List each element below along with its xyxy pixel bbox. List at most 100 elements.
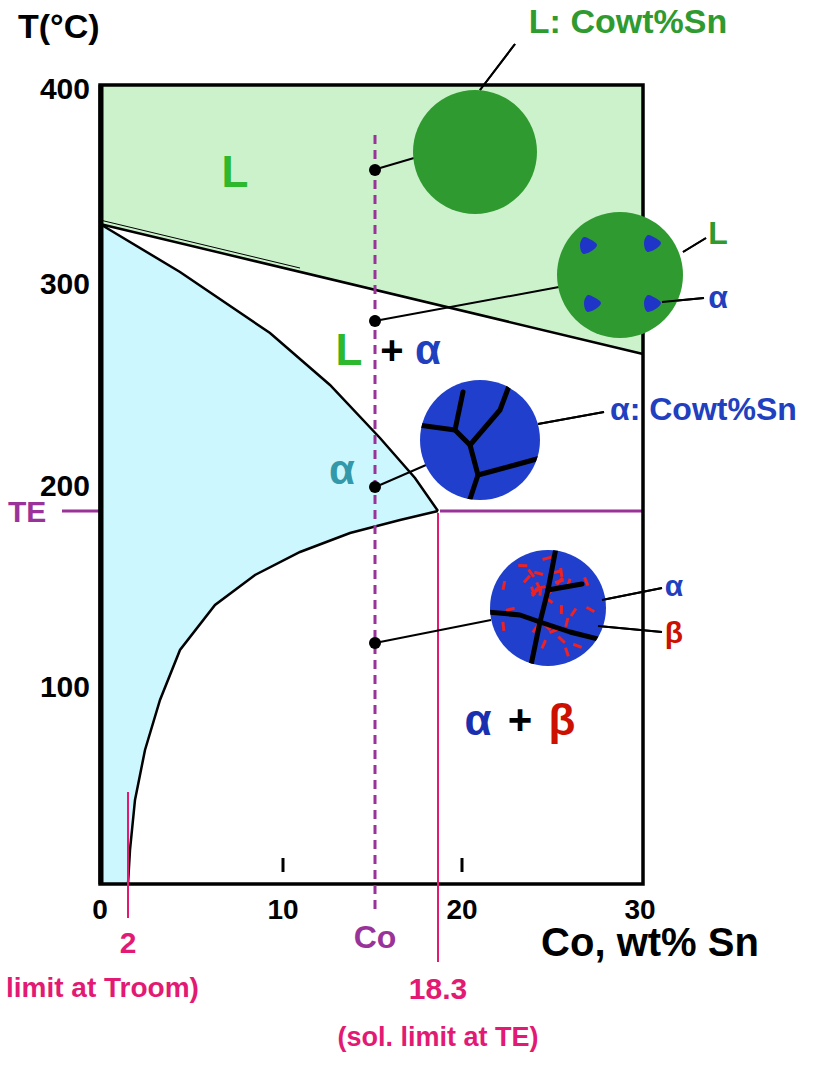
state-dot: [369, 481, 381, 493]
beta-particle: [573, 644, 581, 647]
phase-callout: α: [708, 280, 728, 315]
grain-circle: [557, 212, 683, 338]
eutectic-tick: [62, 510, 100, 513]
eutectic-label: TE: [8, 495, 46, 528]
leader-line: [380, 158, 414, 168]
grain-boundary: [530, 548, 556, 670]
state-dot: [369, 164, 381, 176]
axis-tick-label: 0: [92, 895, 108, 926]
leader-line: [683, 238, 706, 252]
axis-tick-label: 200: [40, 469, 90, 502]
phase-label: L: [336, 326, 363, 374]
microstructure-circle: Lα: [557, 212, 683, 338]
beta-particle: [506, 608, 515, 610]
leader-line: [380, 287, 559, 320]
grain-circle: [413, 90, 537, 214]
phase-label: α: [415, 327, 441, 373]
grain-boundary: [418, 425, 478, 505]
phase-label: +: [380, 328, 403, 372]
beta-particle: [565, 648, 568, 657]
phase-callout: L: [708, 216, 728, 251]
axis-tick-label: 100: [40, 670, 90, 703]
state-dot: [369, 315, 381, 327]
phase-label: α: [329, 447, 355, 493]
grain-boundary: [488, 612, 540, 622]
composition-label: Co: [354, 920, 397, 955]
composition-line: [374, 135, 377, 912]
axis-tick: [461, 858, 464, 872]
leader-line: [480, 44, 515, 90]
leader-line: [598, 626, 662, 632]
microstructure-circle: αβ: [490, 550, 606, 666]
beta-particle: [529, 570, 534, 577]
state-caption: α: Cowt%Sn: [610, 392, 797, 427]
circle-outline: [490, 550, 606, 666]
alpha-particle: [580, 237, 597, 254]
beta-particle: [566, 618, 568, 627]
solubility-note: (sol. limit at TE): [337, 1023, 538, 1053]
leader-line: [538, 412, 604, 424]
leader-line: [380, 620, 491, 642]
beta-particle: [542, 640, 546, 648]
grain-boundary: [548, 584, 582, 590]
leader-line: [538, 412, 604, 424]
circle-outline: [557, 212, 683, 338]
alpha-particle: [584, 295, 601, 312]
leader-line: [380, 465, 426, 485]
phase-label: α: [464, 696, 491, 744]
beta-particle: [503, 581, 505, 590]
leader-line: [662, 298, 704, 302]
leader-line: [598, 626, 662, 632]
leader-line: [602, 588, 662, 600]
state-caption: L: Cowt%Sn: [529, 3, 727, 40]
phase-label: β: [549, 696, 576, 744]
grain-boundary: [470, 378, 512, 445]
grain-boundary: [540, 622, 610, 642]
solubility-line: [127, 792, 129, 918]
alpha-region: [100, 224, 438, 884]
grain-circle: [420, 380, 540, 500]
microstructure-circle: L: Cowt%Sn: [413, 90, 537, 214]
phase-label: +: [508, 697, 533, 743]
solvus-line: [128, 511, 438, 884]
eutectic-line: [440, 510, 643, 513]
beta-particle: [558, 637, 565, 643]
beta-particle: [538, 587, 542, 596]
beta-particle: [518, 564, 527, 567]
beta-particle: [543, 557, 552, 559]
circle-outline: [413, 90, 537, 214]
beta-particle: [534, 572, 543, 574]
beta-particle: [557, 578, 563, 585]
beta-particle: [532, 587, 535, 595]
axis-tick-label: 20: [446, 895, 477, 926]
alpha-particle: [644, 235, 661, 252]
beta-particle: [553, 571, 562, 573]
axis-left: [99, 85, 104, 884]
leader-line: [683, 238, 706, 252]
phase-callout: β: [665, 616, 683, 649]
beta-particle: [501, 622, 505, 631]
axis-tick-label: 400: [40, 72, 90, 105]
beta-particle: [524, 576, 530, 583]
microstructure-circle: α: Cowt%Sn: [420, 380, 540, 500]
axis-tick: [282, 858, 285, 872]
axis-title: T(°C): [18, 8, 100, 45]
solubility-line: [437, 513, 439, 962]
grain-circle: [490, 550, 606, 666]
leader-line: [480, 44, 515, 90]
beta-particle: [587, 607, 595, 611]
solubility-value: 18.3: [409, 972, 467, 1005]
beta-particle: [560, 605, 563, 614]
leader-line: [602, 588, 662, 600]
axis-tick-label: 10: [267, 895, 298, 926]
beta-particle: [584, 577, 587, 585]
state-dot: [369, 637, 381, 649]
grain-boundary: [478, 456, 548, 475]
phase-callout: α: [665, 569, 683, 602]
liquidus-line: [100, 220, 300, 268]
circle-outline: [420, 380, 540, 500]
axis-tick-label: 300: [40, 267, 90, 300]
solidus-line: [100, 224, 438, 511]
